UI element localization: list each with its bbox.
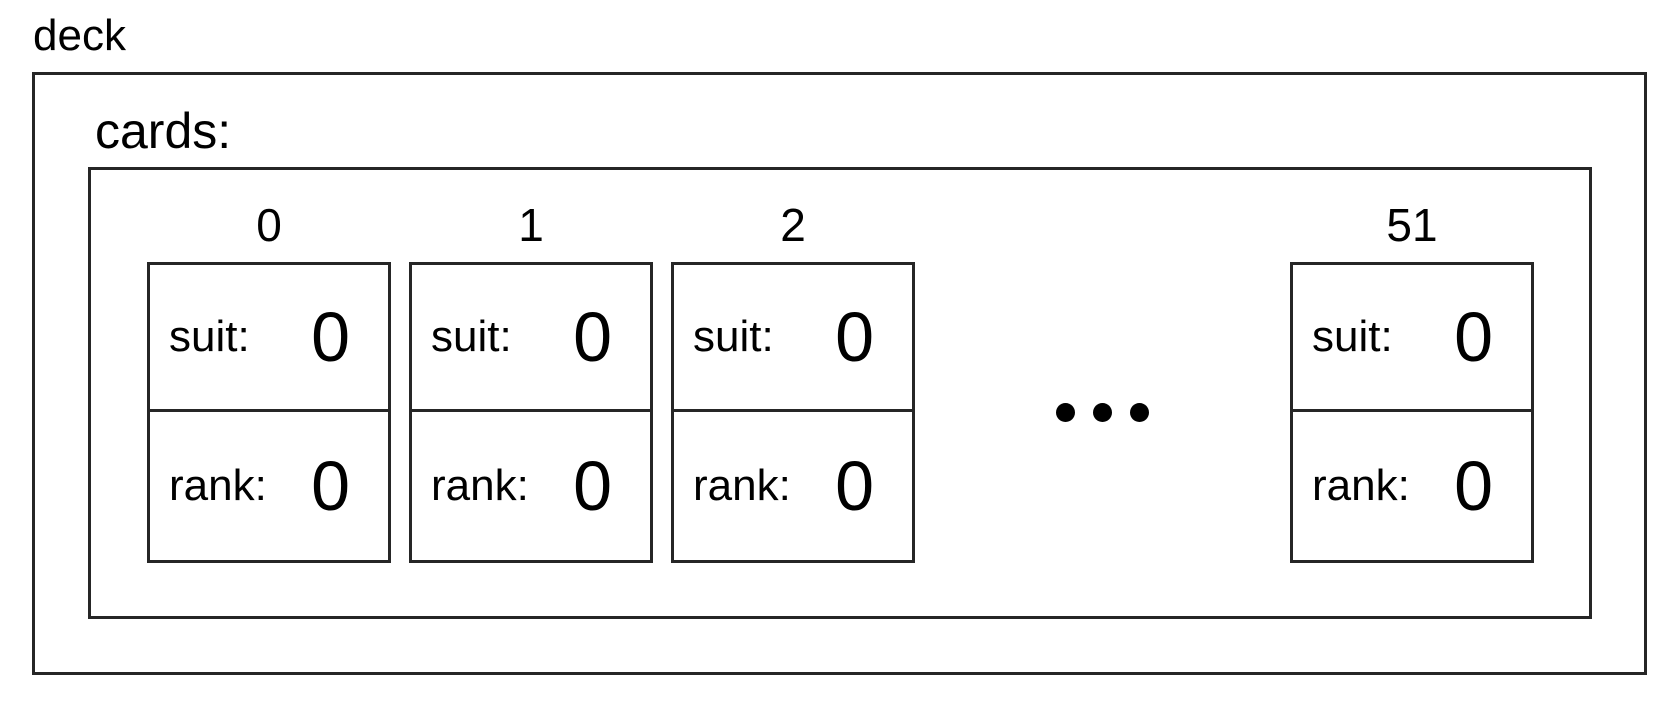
rank-value: 0 bbox=[573, 447, 612, 525]
cards-attribute-label: cards: bbox=[95, 103, 232, 159]
suit-row: suit: 0 bbox=[150, 265, 388, 412]
suit-row: suit: 0 bbox=[1293, 265, 1531, 412]
card-index-label: 1 bbox=[518, 199, 544, 252]
card-index-label: 51 bbox=[1386, 199, 1438, 252]
card-object-box: suit: 0 rank: 0 bbox=[1290, 262, 1534, 563]
rank-value: 0 bbox=[1454, 447, 1493, 525]
ellipsis-dot bbox=[1130, 403, 1149, 422]
suit-value: 0 bbox=[835, 298, 874, 376]
deck-object-box: cards: 0 suit: 0 rank: 0 1 bbox=[32, 72, 1647, 675]
rank-row: rank: 0 bbox=[412, 412, 650, 560]
suit-label: suit: bbox=[169, 312, 250, 361]
rank-row: rank: 0 bbox=[1293, 412, 1531, 560]
suit-label: suit: bbox=[1312, 312, 1393, 361]
card-item-0: 0 suit: 0 rank: 0 bbox=[147, 199, 391, 563]
suit-value: 0 bbox=[573, 298, 612, 376]
rank-row: rank: 0 bbox=[150, 412, 388, 560]
card-item-2: 2 suit: 0 rank: 0 bbox=[671, 199, 915, 563]
suit-label: suit: bbox=[431, 312, 512, 361]
suit-row: suit: 0 bbox=[412, 265, 650, 412]
card-object-box: suit: 0 rank: 0 bbox=[409, 262, 653, 563]
deck-variable-label: deck bbox=[33, 11, 126, 60]
rank-label: rank: bbox=[693, 461, 791, 510]
suit-row: suit: 0 bbox=[674, 265, 912, 412]
rank-value: 0 bbox=[311, 447, 350, 525]
rank-label: rank: bbox=[1312, 461, 1410, 510]
suit-value: 0 bbox=[1454, 298, 1493, 376]
card-index-label: 2 bbox=[780, 199, 806, 252]
rank-row: rank: 0 bbox=[674, 412, 912, 560]
rank-label: rank: bbox=[431, 461, 529, 510]
suit-label: suit: bbox=[693, 312, 774, 361]
ellipsis-dots bbox=[1056, 403, 1149, 422]
rank-label: rank: bbox=[169, 461, 267, 510]
card-item-1: 1 suit: 0 rank: 0 bbox=[409, 199, 653, 563]
card-object-box: suit: 0 rank: 0 bbox=[671, 262, 915, 563]
card-object-box: suit: 0 rank: 0 bbox=[147, 262, 391, 563]
card-item-51: 51 suit: 0 rank: 0 bbox=[1290, 199, 1534, 563]
ellipsis-dot bbox=[1056, 403, 1075, 422]
rank-value: 0 bbox=[835, 447, 874, 525]
cards-list-box: 0 suit: 0 rank: 0 1 suit: bbox=[88, 167, 1592, 619]
suit-value: 0 bbox=[311, 298, 350, 376]
ellipsis-dot bbox=[1093, 403, 1112, 422]
card-index-label: 0 bbox=[256, 199, 282, 252]
